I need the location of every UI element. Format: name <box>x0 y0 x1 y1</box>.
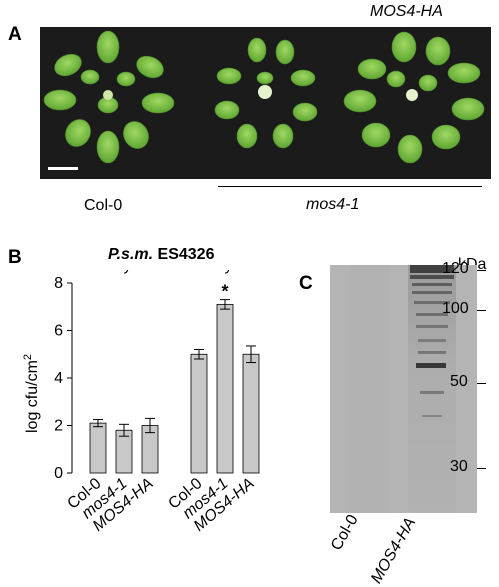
col0-plant-label: Col-0 <box>84 197 123 214</box>
rosette-photo <box>40 27 491 179</box>
lane-col0 <box>350 265 390 513</box>
plant-col0 <box>43 30 175 164</box>
western-blot-drawing <box>330 265 477 513</box>
y-tick-label-4: 4 <box>54 370 63 387</box>
marker-tick-30 <box>477 468 486 469</box>
rosette-photo-drawing <box>43 30 485 170</box>
mos4-1-bracket-line <box>218 186 482 187</box>
panel-c-letter: C <box>299 273 313 294</box>
marker-label-50: 50 <box>450 373 468 390</box>
bar-1-2 <box>242 353 260 474</box>
lane-label-mos4-ha: MOS4-HA <box>368 514 420 587</box>
bar-0-0 <box>89 422 107 474</box>
scale-bar <box>48 167 78 170</box>
y-tick-label-2: 2 <box>54 418 63 435</box>
marker-tick-100 <box>477 310 486 311</box>
marker-label-120: 120 <box>442 260 469 277</box>
bar-1-0 <box>190 353 208 474</box>
lane-mos4-ha <box>408 265 456 513</box>
plant-mos4-1 <box>214 37 318 149</box>
plant-mos4-ha <box>343 31 485 164</box>
western-blot <box>330 265 477 513</box>
panel-b-title: P.s.m. ES4326 <box>108 246 214 264</box>
y-tick-label-6: 6 <box>54 323 63 340</box>
y-tick-label-8: 8 <box>54 275 63 292</box>
marker-ladder <box>477 265 499 513</box>
marker-tick-50 <box>477 383 486 384</box>
mos4-ha-plant-label: MOS4-HA <box>370 3 443 20</box>
lane-mos4-ha-bands <box>410 265 454 417</box>
y-tick-label-0: 0 <box>54 465 63 482</box>
bar-1-1 <box>216 303 234 474</box>
significance-star: * <box>221 282 228 302</box>
panel-b-letter: B <box>8 247 22 268</box>
marker-label-100: 100 <box>442 300 469 317</box>
lane-label-col0: Col-0 <box>328 511 362 554</box>
marker-tick-120 <box>477 270 486 271</box>
panel-a-letter: A <box>8 24 22 45</box>
mos4-1-group-label: mos4-1 <box>306 196 360 213</box>
pathogen-name: P.s.m. <box>108 246 154 263</box>
group-label-1: Day 3 <box>204 270 246 274</box>
strain-name: ES4326 <box>153 246 215 263</box>
marker-label-30: 30 <box>450 458 468 475</box>
y-axis-label: log cfu/cm2 <box>22 354 41 433</box>
group-label-0: Day 0 <box>103 270 145 274</box>
